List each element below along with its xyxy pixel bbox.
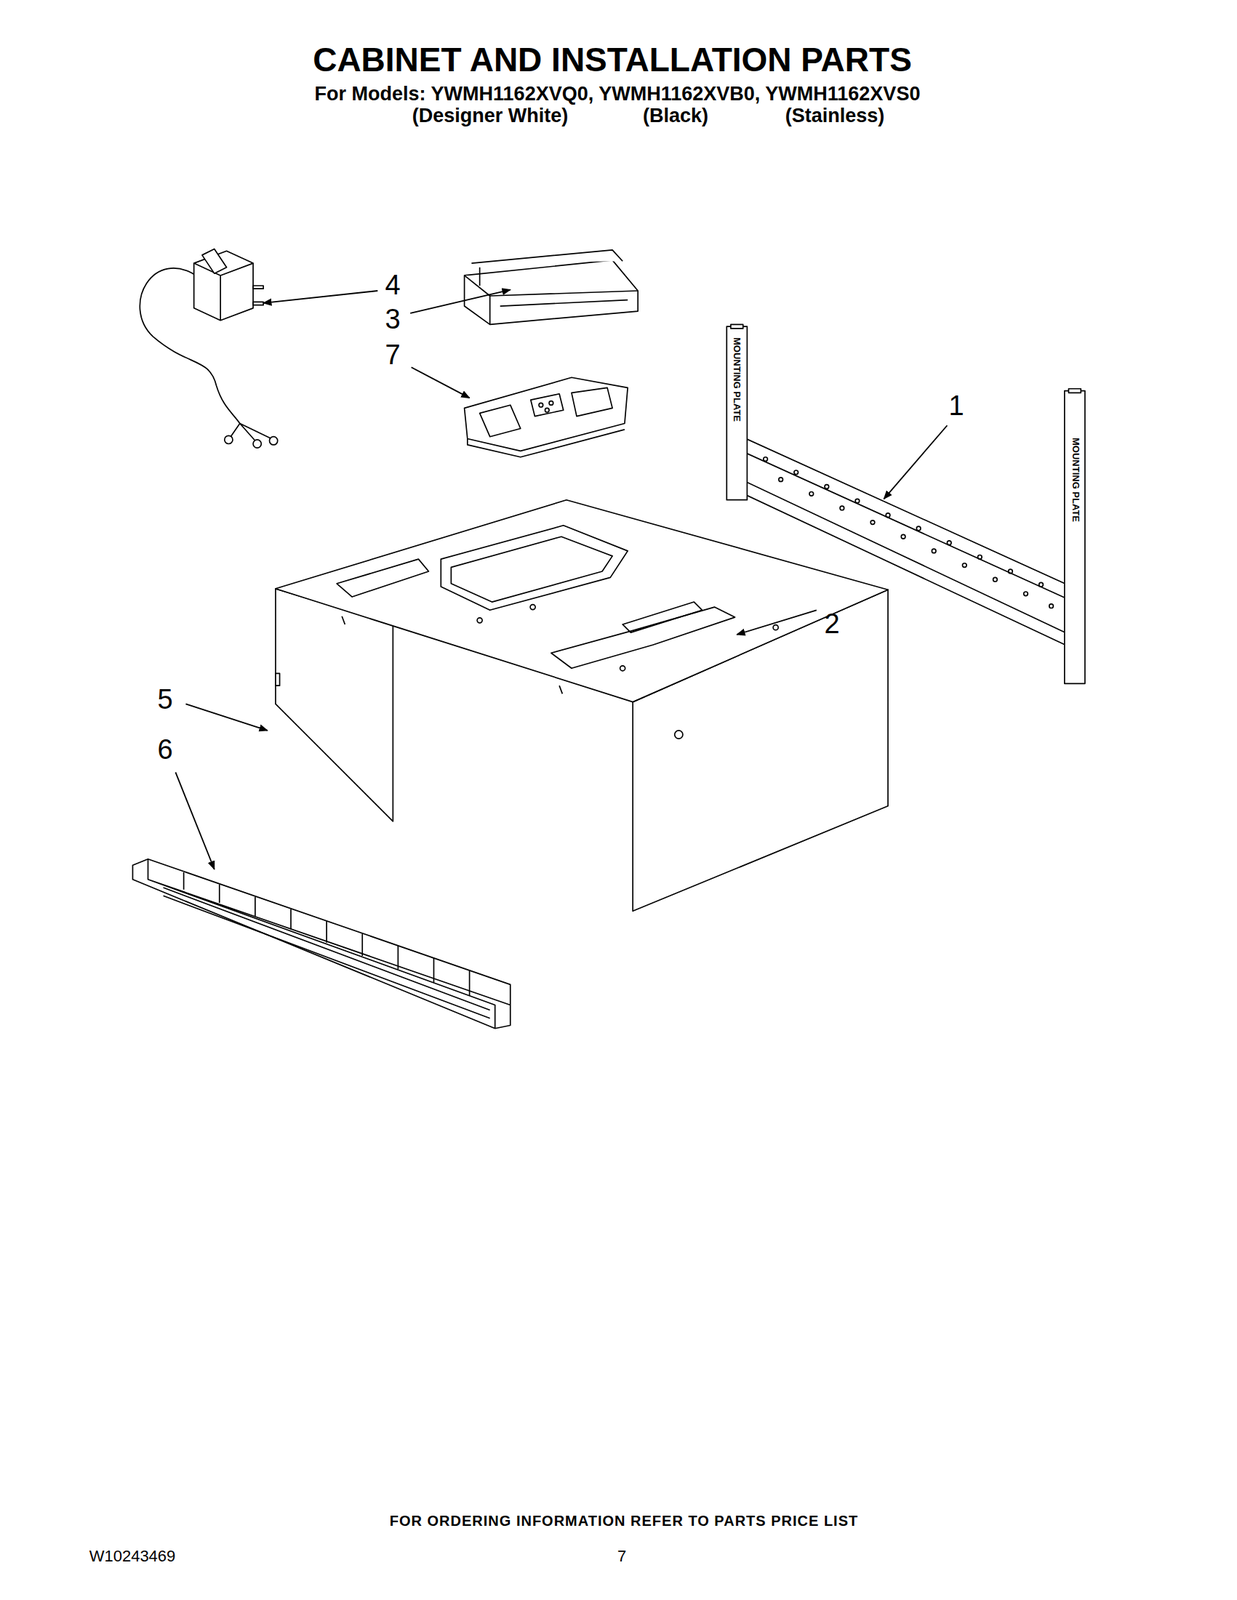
ordering-note: FOR ORDERING INFORMATION REFER TO PARTS … xyxy=(389,1513,859,1530)
color-name: (Designer White) xyxy=(412,105,569,128)
cabinet-wrapper xyxy=(275,500,888,912)
vent-damper xyxy=(464,250,639,325)
vent-grille xyxy=(132,859,510,1030)
leader-lines xyxy=(175,290,947,870)
callout-number: 5 xyxy=(157,685,173,716)
callout-number: 2 xyxy=(823,609,840,640)
callout-number: 7 xyxy=(384,340,400,371)
page-number: 7 xyxy=(617,1548,627,1566)
color-name: (Stainless) xyxy=(785,105,886,128)
plate-marking: MOUNTING PLATE xyxy=(1070,437,1081,523)
callout-number: 1 xyxy=(948,391,964,422)
callout-number: 4 xyxy=(384,270,400,302)
model-list: For Models: YWMH1162XVQ0, YWMH1162XVB0, … xyxy=(314,83,921,106)
color-name: (Black) xyxy=(642,105,709,128)
plate-marking: MOUNTING PLATE xyxy=(731,337,742,422)
mounting-plate-bracket xyxy=(464,377,629,457)
page-title: CABINET AND INSTALLATION PARTS xyxy=(312,41,912,79)
callout-number: 6 xyxy=(157,735,173,766)
power-cord xyxy=(139,248,278,448)
document-number: W10243469 xyxy=(89,1548,176,1566)
callout-number: 3 xyxy=(384,304,400,336)
